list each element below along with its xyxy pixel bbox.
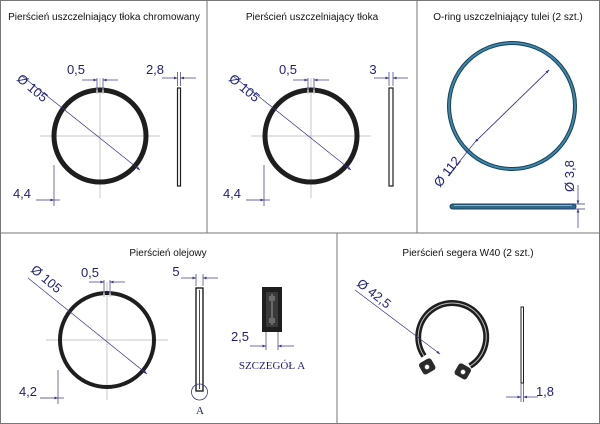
panel-oil-ring: Pierścień olejowy Ø 105 0,5	[19, 248, 305, 417]
gap-dimension: 0,5	[279, 62, 329, 90]
detail-dimension: 2,5	[231, 329, 294, 350]
diameter-label: Ø 105	[28, 262, 65, 296]
diameter-label: Ø 105	[226, 71, 263, 105]
detail-dim-label: 2,5	[231, 329, 249, 344]
oring-front-view	[447, 41, 577, 171]
height-dimension: 4,4	[223, 165, 270, 206]
detail-marker: A	[191, 383, 208, 417]
gap-label: 0,5	[279, 62, 297, 77]
width-label: 5	[172, 264, 179, 279]
gap-dimension: 0,5	[81, 265, 125, 293]
width-dimension: 3	[369, 62, 408, 86]
oring-side-view	[449, 203, 577, 210]
width-dimension: 5	[172, 264, 218, 286]
height-label: 4,4	[13, 186, 31, 201]
detail-marker-label: A	[196, 405, 204, 417]
width-dimension: 1,8	[506, 383, 554, 402]
diameter-label: Ø 105	[14, 71, 51, 105]
panel-title: Pierścień segera W40 (2 szt.)	[402, 248, 533, 259]
height-dimension: 4,4	[13, 165, 60, 206]
ring-side-view	[195, 287, 204, 392]
panel-title: Pierścień uszczelniający tłoka chromowan…	[8, 12, 200, 23]
width-label: 1,8	[536, 384, 554, 399]
circlip-side-view	[520, 306, 524, 384]
ring-side-view	[388, 87, 394, 187]
height-label: 4,2	[19, 384, 37, 399]
cross-section-dimension: Ø 3,8	[560, 160, 585, 228]
circlip-front-view	[415, 300, 490, 380]
panel-title: Pierścień uszczelniający tłoka	[246, 12, 379, 23]
detail-a-view	[262, 287, 282, 332]
cross-section-label: Ø 3,8	[562, 160, 577, 192]
panel-title: O-ring uszczelniający tulei (2 szt.)	[433, 12, 583, 23]
diameter-dimension: Ø 105	[14, 71, 141, 171]
diameter-label: Ø 112	[431, 153, 464, 189]
diameter-dimension: Ø 105	[226, 71, 352, 171]
panel-chrome-ring: Pierścień uszczelniający tłoka chromowan…	[8, 12, 200, 206]
height-dimension: 4,2	[19, 370, 64, 404]
ring-front-view	[46, 282, 168, 400]
panel-circlip: Pierścień segera W40 (2 szt.) Ø 42,5 1,8	[354, 248, 554, 402]
width-label: 2,8	[146, 62, 164, 77]
panel-piston-ring: Pierścień uszczelniający tłoka Ø 105 0,5	[223, 12, 408, 206]
height-label: 4,4	[223, 186, 241, 201]
detail-caption: SZCZEGÓŁ A	[239, 360, 305, 372]
diameter-dimension: Ø 112	[431, 69, 550, 190]
ring-side-view	[176, 87, 182, 187]
panel-title: Pierścień olejowy	[129, 248, 206, 259]
gap-dimension: 0,5	[67, 62, 118, 90]
width-dimension: 2,8	[146, 62, 196, 86]
width-label: 3	[369, 62, 376, 77]
gap-label: 0,5	[67, 62, 85, 77]
gap-label: 0,5	[81, 265, 99, 280]
panel-oring: O-ring uszczelniający tulei (2 szt.) Ø 1…	[431, 12, 585, 228]
